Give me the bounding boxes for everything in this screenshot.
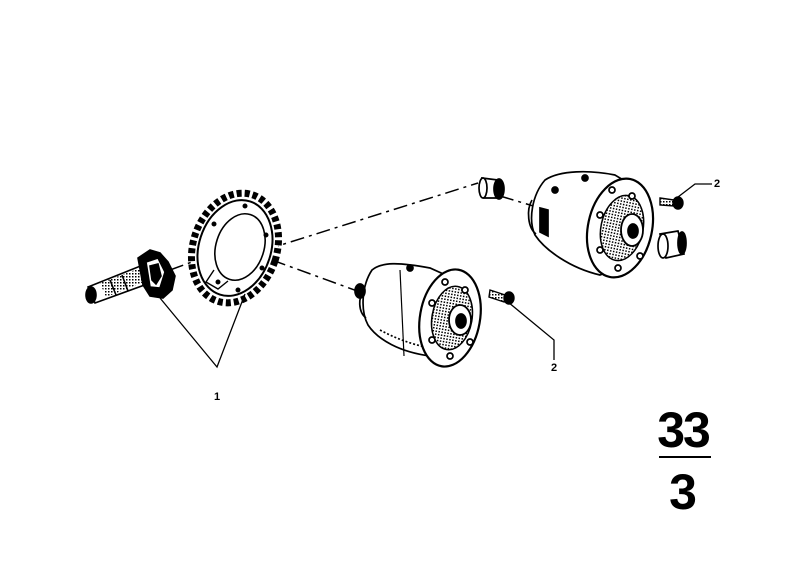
bolt-lower [488,289,515,305]
pinion-gear [137,249,176,299]
callout-1-leader [159,293,246,369]
bolt-upper [659,196,684,210]
callout-2-leader-upper [677,183,712,198]
callout-number-bolt-lower: 2 [551,362,557,374]
ring-gear [187,189,283,307]
sleeve-lower-right [657,230,687,260]
differential-housing-lower [354,262,482,368]
callout-2-leader-lower [507,301,555,360]
sleeve-upper-left [478,177,505,200]
callout-number-bolt-upper: 2 [714,178,720,190]
group-number-divider [659,456,711,458]
callout-number-gear-set: 1 [214,391,220,403]
group-number-minor: 3 [669,464,697,520]
differential-housing-upper [527,170,655,279]
group-number-major: 33 [657,402,711,458]
